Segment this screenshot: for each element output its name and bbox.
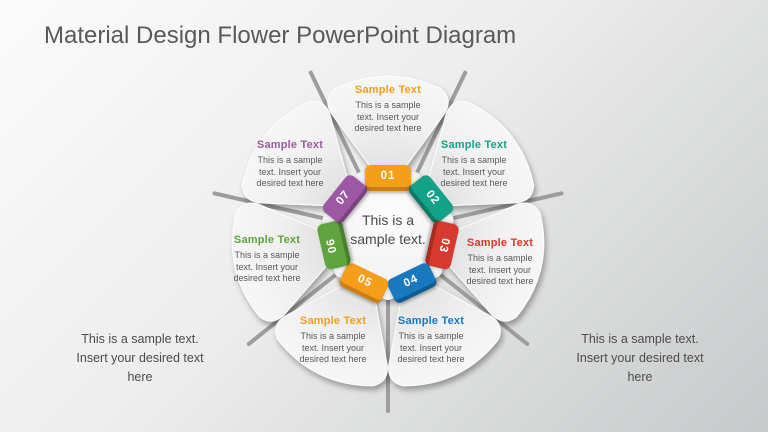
petal-4 (388, 270, 501, 387)
petal-4-text: Sample Text This is a sample text. Inser… (376, 315, 486, 366)
center-placeholder-text: This is a sample text. (350, 212, 426, 247)
stem-line (246, 262, 351, 346)
stem-line (308, 70, 369, 190)
note-bottom-right: This is a sample text. Insert your desir… (576, 332, 704, 384)
petal-3-text: Sample Text This is a sample text. Inser… (445, 237, 555, 288)
stem-line (212, 191, 342, 224)
page-title: Material Design Flower PowerPoint Diagra… (44, 22, 517, 49)
petal-5 (275, 270, 388, 387)
note-bottom-left: This is a sample text. Insert your desir… (76, 332, 204, 384)
petal-7-title: Sample Text (256, 139, 324, 151)
petal-1 (327, 75, 449, 192)
stem-line (407, 70, 468, 190)
petal-2-title: Sample Text (440, 139, 508, 151)
petal-6-text: Sample Text This is a sample text. Inser… (212, 234, 322, 285)
petal-1-body: This is a sample text. Insert your desir… (354, 100, 422, 133)
petal-2 (420, 100, 535, 208)
stem-line (434, 191, 564, 224)
petals (231, 75, 545, 387)
petal-3-title: Sample Text (466, 237, 534, 249)
petal-6-body: This is a sample text. Insert your desir… (233, 250, 301, 283)
petal-5-title: Sample Text (299, 315, 367, 327)
petal-3-body: This is a sample text. Insert your desir… (466, 253, 534, 286)
petal-2-text: Sample Text This is a sample text. Inser… (419, 139, 529, 190)
petal-5-text: Sample Text This is a sample text. Inser… (278, 315, 388, 366)
badge-01: 01 (365, 165, 411, 191)
petal-7-text: Sample Text This is a sample text. Inser… (235, 139, 345, 190)
petal-4-body: This is a sample text. Insert your desir… (397, 331, 465, 364)
petal-6-title: Sample Text (233, 234, 301, 246)
petal-1-title: Sample Text (354, 84, 422, 96)
petal-1-text: Sample Text This is a sample text. Inser… (333, 84, 443, 135)
stem-lines (212, 70, 564, 413)
petal-7-body: This is a sample text. Insert your desir… (256, 155, 324, 188)
petal-7 (241, 100, 356, 208)
petal-5-body: This is a sample text. Insert your desir… (299, 331, 367, 364)
petal-4-title: Sample Text (397, 315, 465, 327)
stem-line (425, 262, 530, 346)
petal-2-body: This is a sample text. Insert your desir… (440, 155, 508, 188)
